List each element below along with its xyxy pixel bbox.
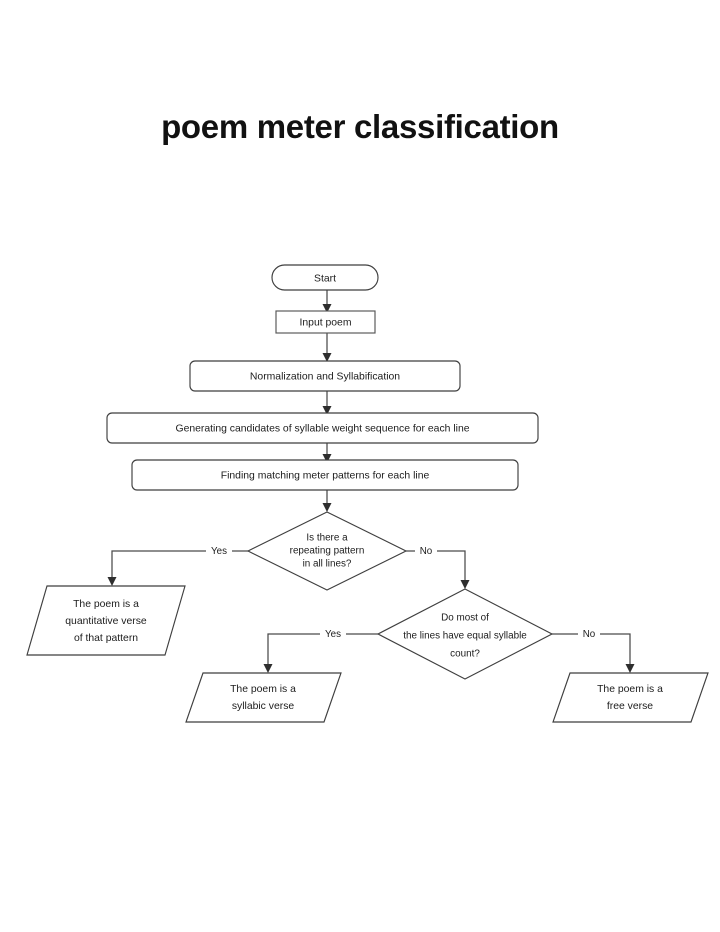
edge-normalize-to-candidates <box>322 391 332 415</box>
edge-label-decision1-yes: Yes <box>206 544 232 558</box>
node-quantitative-line3: of that pattern <box>74 633 138 644</box>
node-output-free-verse[interactable]: The poem is a free verse <box>552 672 709 723</box>
edge-candidates-to-matching <box>322 442 332 463</box>
edge-label-decision2-no: No <box>578 627 600 641</box>
edge-input-to-normalize <box>322 333 332 362</box>
node-decision1-line1: Is there a <box>306 533 348 544</box>
node-free-line2: free verse <box>607 701 653 712</box>
node-decision-repeating-pattern[interactable]: Is there a repeating pattern in all line… <box>246 511 408 591</box>
node-finding-matching-label: Finding matching meter patterns for each… <box>221 470 430 481</box>
node-output-quantitative-verse[interactable]: The poem is a quantitative verse of that… <box>26 585 186 656</box>
node-generating-candidates-label: Generating candidates of syllable weight… <box>175 423 469 434</box>
node-decision1-line3: in all lines? <box>303 559 352 570</box>
node-decision-equal-syllable-count[interactable]: Do most of the lines have equal syllable… <box>376 588 554 680</box>
node-free-line1: The poem is a <box>597 684 663 695</box>
edge-label-no-2: No <box>583 629 596 640</box>
node-syllabic-line1: The poem is a <box>230 684 296 695</box>
edge-label-decision1-no: No <box>415 544 437 558</box>
node-decision1-line2: repeating pattern <box>290 546 365 557</box>
node-decision2-line1: Do most of <box>441 613 489 624</box>
edge-decision1-yes <box>107 550 248 586</box>
node-input-poem-label: Input poem <box>300 317 352 328</box>
node-syllabic-line2: syllabic verse <box>232 701 295 712</box>
edge-label-no-1: No <box>420 546 433 557</box>
node-generating-candidates[interactable]: Generating candidates of syllable weight… <box>106 412 539 444</box>
node-decision2-line2: the lines have equal syllable <box>403 631 527 642</box>
node-output-syllabic-verse[interactable]: The poem is a syllabic verse <box>185 672 342 723</box>
node-quantitative-line1: The poem is a <box>73 599 139 610</box>
node-start-label: Start <box>314 273 336 284</box>
node-normalization[interactable]: Normalization and Syllabification <box>189 360 461 392</box>
edge-start-to-input <box>322 290 332 313</box>
node-input-poem[interactable]: Input poem <box>275 310 376 334</box>
node-decision2-line3: count? <box>450 649 480 660</box>
edge-label-yes-1: Yes <box>211 546 227 557</box>
edge-matching-to-decision1 <box>322 489 332 512</box>
node-quantitative-line2: quantitative verse <box>65 616 147 627</box>
edge-label-yes-2: Yes <box>325 629 341 640</box>
edge-label-decision2-yes: Yes <box>320 627 346 641</box>
node-start[interactable]: Start <box>271 264 379 291</box>
node-finding-matching[interactable]: Finding matching meter patterns for each… <box>131 459 519 491</box>
node-normalization-label: Normalization and Syllabification <box>250 371 400 382</box>
page-title: poem meter classification <box>161 108 559 145</box>
